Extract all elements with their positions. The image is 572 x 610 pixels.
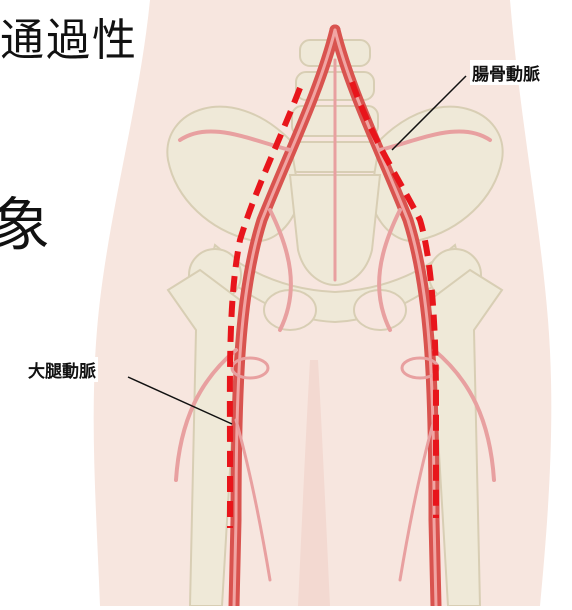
heading-text: 通過性: [0, 4, 138, 68]
label-iliac-artery: 腸骨動脈: [470, 60, 542, 85]
label-femoral-artery: 大腿動脈: [26, 357, 98, 382]
heading-partial-char: 象: [0, 178, 50, 262]
